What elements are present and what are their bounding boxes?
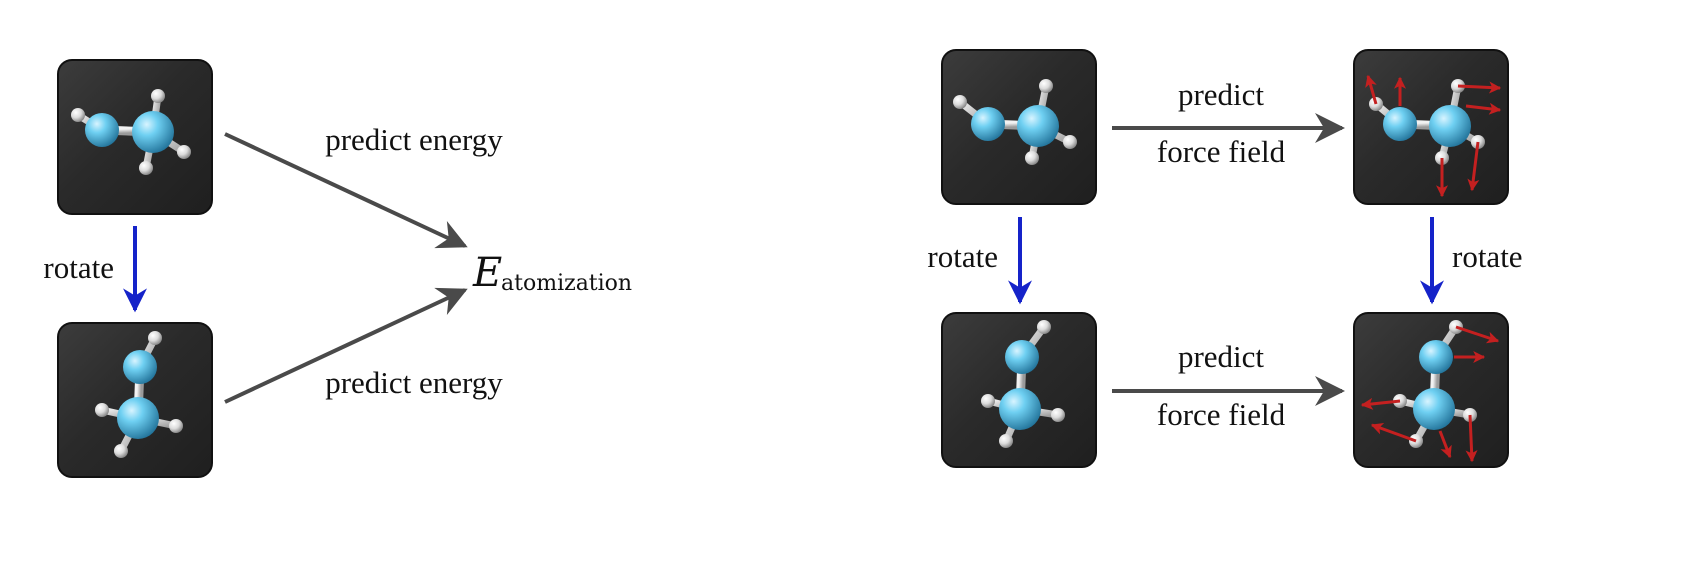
molecule-tile-left-bottom xyxy=(57,322,213,478)
molecule-ball-stick-icon xyxy=(953,79,1077,165)
molecule-ball-stick-icon xyxy=(1393,320,1477,448)
force-field-label-bottom: force field xyxy=(1157,397,1286,432)
molecule-tile-right-top-left xyxy=(941,49,1097,205)
force-arrow-icon xyxy=(1465,102,1502,115)
force-arrow-icon xyxy=(1360,397,1401,410)
predict-energy-arrow-bottom xyxy=(224,287,468,404)
force-tile-right-bottom xyxy=(1353,312,1509,468)
predict-energy-label-top: predict energy xyxy=(325,122,503,157)
molecule-ball-stick-icon xyxy=(71,89,191,175)
predict-label-bottom: predict xyxy=(1178,339,1264,374)
molecule-ball-stick-icon xyxy=(981,320,1065,448)
force-arrow-icon xyxy=(1455,325,1500,344)
molecule-tile-left-top xyxy=(57,59,213,215)
force-arrow-icon xyxy=(1370,423,1417,443)
left-panel: rotate predict energy predict energy E a… xyxy=(43,59,632,478)
force-arrows xyxy=(1360,325,1500,463)
predict-energy-label-bottom: predict energy xyxy=(325,365,503,400)
force-arrow-icon xyxy=(1438,430,1452,459)
predict-label-top: predict xyxy=(1178,77,1264,112)
force-tile-right-top xyxy=(1353,49,1509,205)
rotate-label-left: rotate xyxy=(43,250,114,285)
energy-symbol: E xyxy=(472,250,502,296)
rotate-label-right-panel-left: rotate xyxy=(927,239,998,274)
energy-subscript: atomization xyxy=(501,271,632,296)
molecule-ball-stick-icon xyxy=(95,331,183,458)
molecule-tile-right-bottom-left xyxy=(941,312,1097,468)
atomization-energy-target: E atomization xyxy=(472,250,632,296)
force-arrow-icon xyxy=(1365,74,1378,105)
rotate-label-right-panel-right: rotate xyxy=(1452,239,1523,274)
force-arrow-icon xyxy=(1467,141,1480,192)
force-arrows xyxy=(1365,74,1502,198)
right-panel: predict force field predict force field … xyxy=(927,49,1523,468)
force-field-label-top: force field xyxy=(1157,134,1286,169)
force-arrow-icon xyxy=(1465,414,1478,463)
force-arrow-icon xyxy=(1457,81,1502,94)
predict-energy-arrow-top xyxy=(224,132,468,249)
